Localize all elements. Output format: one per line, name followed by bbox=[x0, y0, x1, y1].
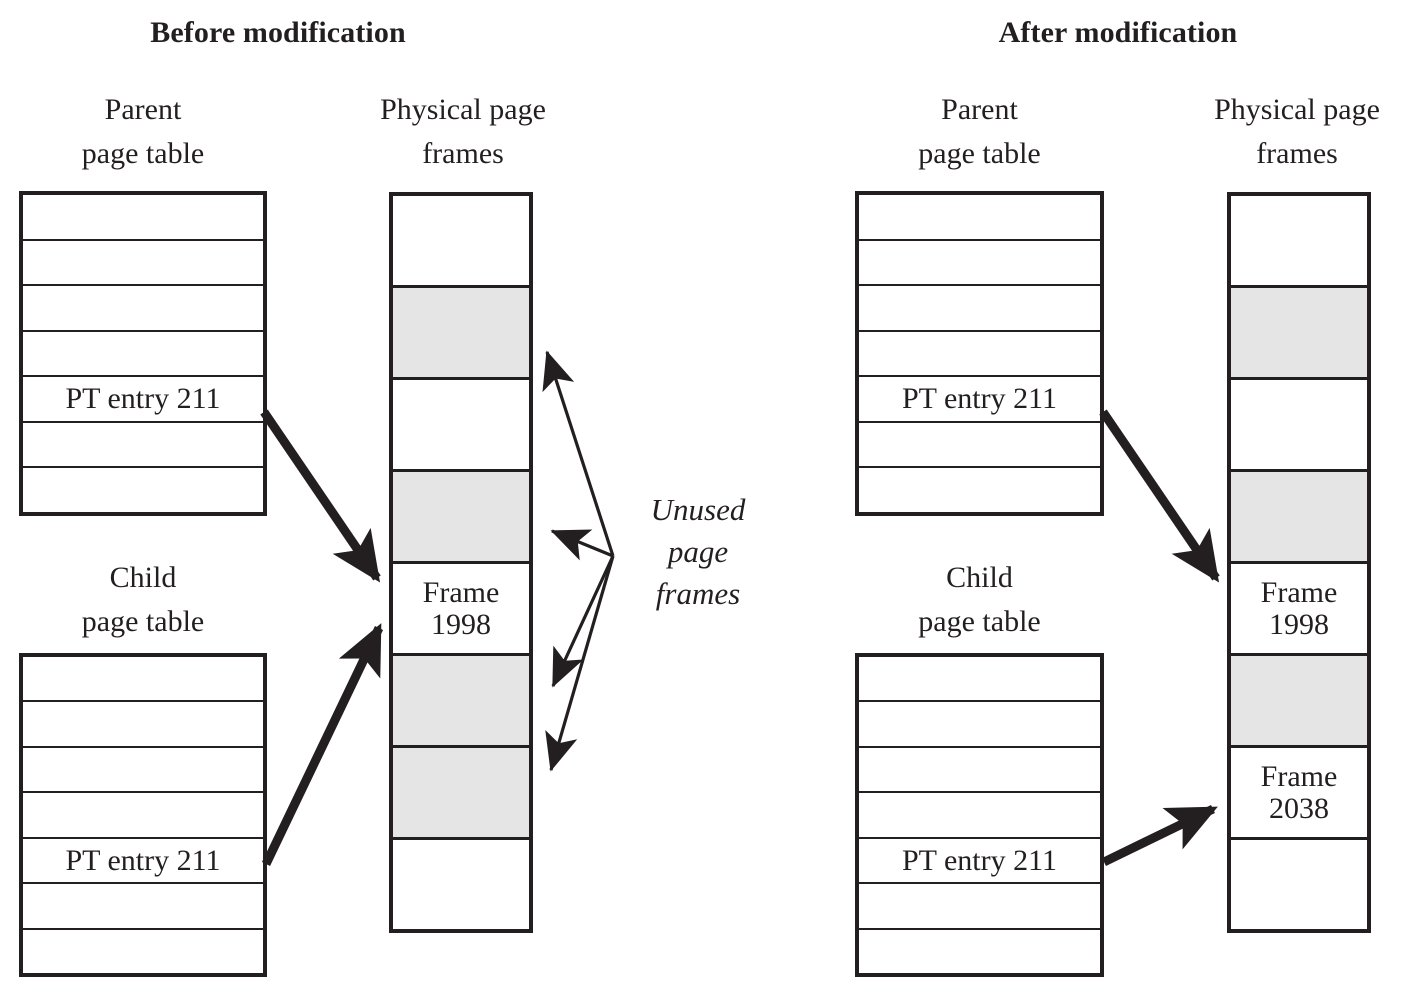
pt-row-entry-211[interactable]: PT entry 211 bbox=[23, 377, 263, 423]
pt-row[interactable] bbox=[23, 793, 263, 839]
unused-page-frames-label: Unused page frames bbox=[650, 492, 746, 611]
frame-cell-unused[interactable] bbox=[1231, 472, 1367, 564]
pt-row[interactable] bbox=[859, 884, 1100, 930]
pt-row[interactable] bbox=[23, 747, 263, 794]
panel-title-after: After modification bbox=[998, 16, 1238, 49]
pt-row[interactable] bbox=[23, 884, 263, 930]
frame-cell[interactable] bbox=[1231, 840, 1367, 929]
caption-physical-page-frames-after: Physical page frames bbox=[1214, 93, 1380, 171]
physical-page-frames-after[interactable]: Frame 1998 Frame 2038 bbox=[1227, 192, 1371, 933]
arrow-unused-2 bbox=[550, 529, 614, 561]
pt-row[interactable] bbox=[23, 929, 263, 973]
arrow-unused-1 bbox=[542, 350, 615, 557]
pt-row[interactable] bbox=[859, 286, 1100, 332]
pt-row[interactable] bbox=[859, 240, 1100, 287]
frame-cell-unused[interactable] bbox=[393, 472, 529, 564]
frame-cell[interactable] bbox=[393, 196, 529, 288]
pt-row[interactable] bbox=[23, 195, 263, 241]
pt-row[interactable] bbox=[23, 702, 263, 748]
pt-row[interactable] bbox=[23, 240, 263, 287]
frame-cell-1998[interactable]: Frame 1998 bbox=[393, 564, 529, 656]
caption-child-page-table-before: Child page table bbox=[81, 561, 205, 639]
arrow-unused-3 bbox=[551, 555, 615, 688]
frame-cell-unused[interactable] bbox=[1231, 288, 1367, 380]
pt-row-entry-211[interactable]: PT entry 211 bbox=[23, 838, 263, 885]
caption-parent-page-table-before: Parent page table bbox=[81, 93, 205, 171]
pt-row[interactable] bbox=[23, 422, 263, 469]
pt-row[interactable] bbox=[23, 286, 263, 332]
frame-cell-unused[interactable] bbox=[393, 288, 529, 380]
frame-cell-unused[interactable] bbox=[393, 656, 529, 748]
frame-cell-unused[interactable] bbox=[1231, 656, 1367, 748]
pt-row[interactable] bbox=[859, 422, 1100, 469]
pt-row[interactable] bbox=[859, 657, 1100, 703]
pt-row[interactable] bbox=[859, 702, 1100, 748]
frame-cell[interactable] bbox=[1231, 380, 1367, 472]
physical-page-frames-before[interactable]: Frame 1998 bbox=[389, 192, 533, 933]
pt-row[interactable] bbox=[859, 331, 1100, 378]
child-page-table-before[interactable]: PT entry 211 bbox=[19, 653, 267, 977]
frame-cell-unused[interactable] bbox=[393, 748, 529, 840]
caption-physical-page-frames-before: Physical page frames bbox=[380, 93, 546, 171]
pt-row-entry-211[interactable]: PT entry 211 bbox=[859, 377, 1100, 423]
pt-row[interactable] bbox=[23, 657, 263, 703]
caption-parent-page-table-after: Parent page table bbox=[918, 93, 1041, 171]
frame-cell[interactable] bbox=[393, 840, 529, 929]
arrow-child-to-frame2038-after bbox=[1102, 804, 1218, 867]
arrow-child-to-frame1998-before bbox=[261, 623, 384, 866]
arrow-parent-to-frame1998-before bbox=[260, 409, 381, 583]
pt-row[interactable] bbox=[23, 331, 263, 378]
pt-row[interactable] bbox=[859, 793, 1100, 839]
pt-row[interactable] bbox=[859, 195, 1100, 241]
parent-page-table-after[interactable]: PT entry 211 bbox=[855, 191, 1104, 516]
caption-child-page-table-after: Child page table bbox=[918, 561, 1041, 639]
arrow-unused-4 bbox=[545, 555, 615, 772]
pt-row[interactable] bbox=[23, 468, 263, 513]
child-page-table-after[interactable]: PT entry 211 bbox=[855, 653, 1104, 977]
panel-title-before: Before modification bbox=[150, 16, 406, 49]
pt-row[interactable] bbox=[859, 747, 1100, 794]
frame-cell-2038[interactable]: Frame 2038 bbox=[1231, 748, 1367, 840]
arrow-parent-to-frame1998-after bbox=[1099, 409, 1220, 583]
frame-cell-1998[interactable]: Frame 1998 bbox=[1231, 564, 1367, 656]
frame-cell[interactable] bbox=[1231, 196, 1367, 288]
frame-cell[interactable] bbox=[393, 380, 529, 472]
pt-row[interactable] bbox=[859, 929, 1100, 973]
pt-row-entry-211[interactable]: PT entry 211 bbox=[859, 838, 1100, 885]
parent-page-table-before[interactable]: PT entry 211 bbox=[19, 191, 267, 516]
pt-row[interactable] bbox=[859, 468, 1100, 513]
